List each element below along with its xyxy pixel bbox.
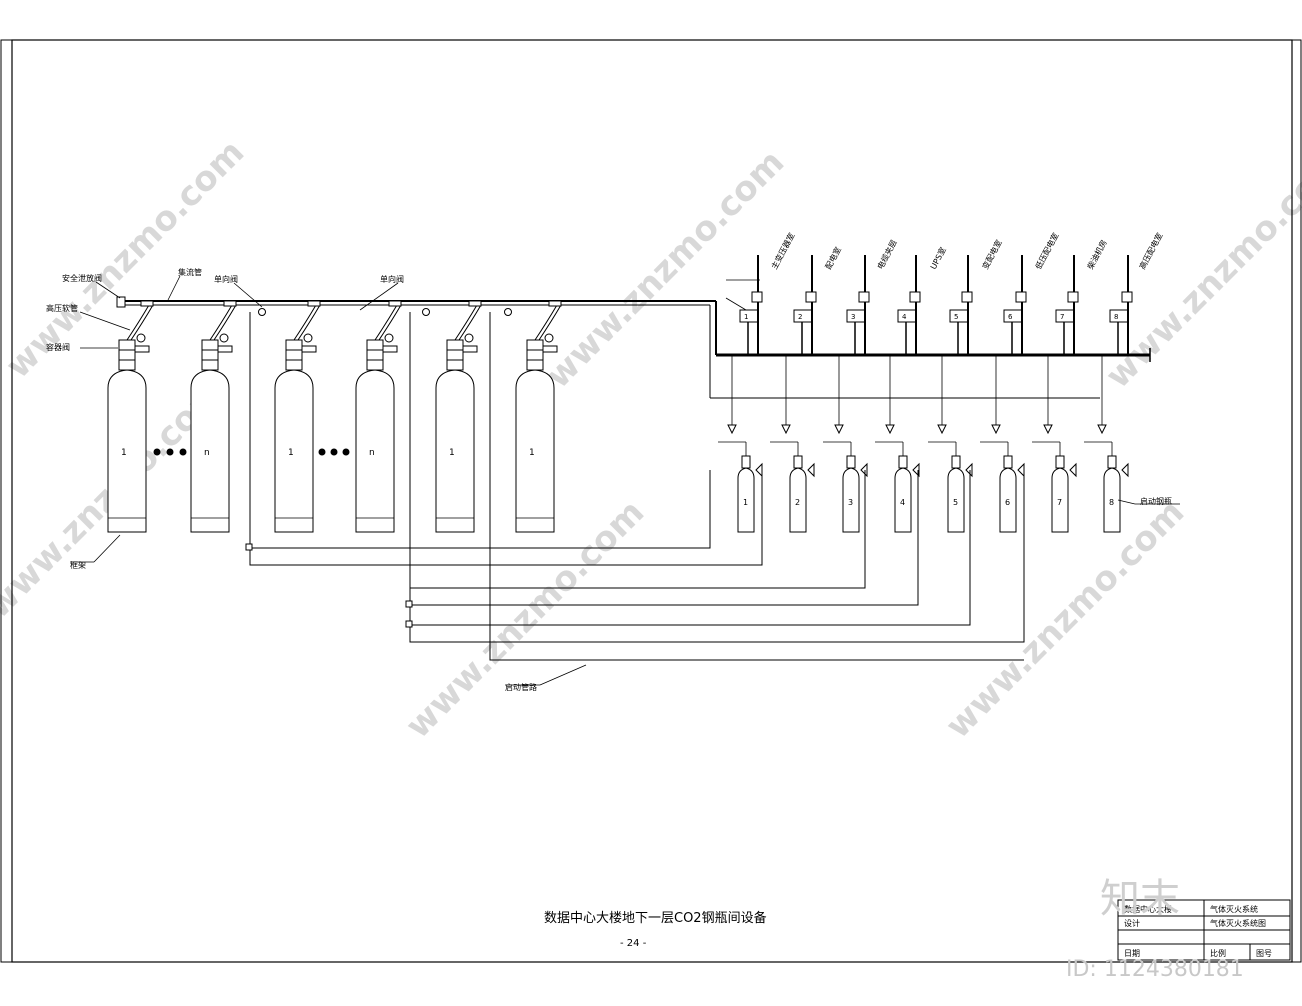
zone-label: UPS室 bbox=[928, 245, 948, 271]
manifold-label: 集流管 bbox=[178, 267, 202, 277]
tb-designer: 设计 bbox=[1124, 918, 1140, 928]
start-cylinder: 3 bbox=[823, 441, 868, 533]
main-cylinder-group: 1 n 1 n 1 1 bbox=[107, 300, 562, 533]
start-cylinder-number: 2 bbox=[795, 498, 800, 507]
start-cylinder-group: 1 2 3 4 5 6 7 8 bbox=[718, 441, 1129, 533]
selector-number: 1 bbox=[744, 313, 748, 321]
main-cylinder: 1 bbox=[435, 300, 482, 533]
id-label: ID: 1124380181 bbox=[1066, 957, 1244, 982]
selector-valve: 4 bbox=[885, 255, 921, 435]
selector-number: 8 bbox=[1114, 313, 1118, 321]
start-cylinder-number: 1 bbox=[743, 498, 748, 507]
start-cylinder-number: 8 bbox=[1109, 498, 1114, 507]
zone-label: 主变压器室 bbox=[769, 231, 797, 271]
start-cylinder: 7 bbox=[1032, 441, 1077, 533]
zone-label: 低压配电室 bbox=[1033, 231, 1061, 271]
start-cylinder: 6 bbox=[980, 441, 1025, 533]
selector-number: 6 bbox=[1008, 313, 1013, 321]
start-cylinder-number: 3 bbox=[848, 498, 853, 507]
check-valve-label: 单向阀 bbox=[380, 274, 404, 284]
manifold-pipe bbox=[116, 296, 717, 398]
watermark: www.znzmo.com bbox=[538, 142, 792, 396]
check-valve-label: 单向阀 bbox=[214, 274, 238, 284]
selector-valve: 7 bbox=[1043, 255, 1079, 435]
tb-project: 数据中心大楼 bbox=[1124, 904, 1172, 914]
main-cylinder: 1 bbox=[107, 300, 154, 533]
container-valve bbox=[285, 339, 303, 371]
title-block-text: 数据中心大楼 气体灭火系统 设计 气体灭火系统图 日期 比例 图号 bbox=[1124, 904, 1272, 958]
start-cylinder: 8 bbox=[1084, 441, 1129, 533]
zone-label: 变配电室 bbox=[980, 238, 1004, 271]
zone-labels: 主变压器室 配电室 电缆夹层 UPS室 变配电室 低压配电室柴油机房 高压配电室 bbox=[769, 231, 1165, 271]
start-cylinder-number: 6 bbox=[1005, 498, 1010, 507]
container-valve bbox=[201, 339, 219, 371]
page-number: - 24 - bbox=[620, 938, 647, 949]
selector-valve: 8 bbox=[1097, 255, 1133, 435]
cylinder-number: 1 bbox=[529, 448, 535, 458]
start-cylinder-label: 启动钢瓶 bbox=[1140, 496, 1172, 506]
selector-number: 5 bbox=[954, 313, 958, 321]
cylinder-number: 1 bbox=[288, 448, 294, 458]
container-valve bbox=[526, 339, 544, 371]
selector-number: 7 bbox=[1060, 313, 1064, 321]
main-cylinder: 1 bbox=[515, 300, 562, 533]
cylinder-number: 1 bbox=[121, 448, 127, 458]
title-block bbox=[1117, 899, 1291, 961]
main-cylinder: n bbox=[190, 300, 237, 533]
annotations bbox=[70, 275, 1180, 686]
hose-label: 高压软管 bbox=[46, 303, 78, 313]
zone-label: 高压配电室 bbox=[1137, 231, 1165, 271]
main-cylinder: n bbox=[355, 300, 402, 533]
start-cylinder: 2 bbox=[770, 441, 815, 533]
container-valve bbox=[118, 339, 136, 371]
annotation-text: 安全泄放阀 集流管 高压软管 容器阀 单向阀 单向阀 框架 启动管路 启动钢瓶 bbox=[46, 267, 1172, 692]
zone-label: 柴油机房 bbox=[1085, 238, 1109, 271]
check-valves bbox=[258, 308, 512, 316]
brand-logo: 知末 bbox=[1100, 876, 1180, 922]
container-valve-label: 容器阀 bbox=[46, 342, 70, 352]
selector-valve-group: 1 2 3 4 5 6 7 8 bbox=[727, 255, 1133, 435]
container-valve bbox=[446, 339, 464, 371]
selector-valve: 1 bbox=[727, 255, 763, 435]
tb-system: 气体灭火系统 bbox=[1210, 904, 1258, 914]
start-cylinder: 1 bbox=[718, 441, 763, 533]
selector-number: 4 bbox=[902, 313, 907, 321]
selector-number: 3 bbox=[851, 313, 855, 321]
start-cylinder: 4 bbox=[875, 441, 920, 533]
drawing-title: 数据中心大楼地下一层CO2钢瓶间设备 bbox=[544, 910, 767, 926]
cylinder-number: n bbox=[204, 448, 210, 458]
cylinder-number: n bbox=[369, 448, 375, 458]
tb-drawing-name: 气体灭火系统图 bbox=[1210, 918, 1266, 928]
inner-frame bbox=[11, 39, 1293, 963]
safety-valve-label: 安全泄放阀 bbox=[62, 273, 102, 283]
cylinder-number: 1 bbox=[449, 448, 455, 458]
tb-drawing-no: 图号 bbox=[1256, 949, 1272, 958]
start-cylinder: 5 bbox=[928, 441, 973, 533]
start-pipe-label: 启动管路 bbox=[505, 682, 537, 692]
main-cylinder: 1 bbox=[274, 300, 321, 533]
start-pipes bbox=[245, 312, 1025, 661]
zone-label: 电缆夹层 bbox=[875, 238, 899, 271]
selector-valve: 6 bbox=[991, 255, 1027, 435]
start-cylinder-number: 4 bbox=[900, 498, 905, 507]
selector-valve: 2 bbox=[781, 255, 817, 435]
selector-number: 2 bbox=[798, 313, 802, 321]
selector-header bbox=[710, 348, 1151, 399]
start-cylinder-number: 7 bbox=[1057, 498, 1062, 507]
container-valve bbox=[366, 339, 384, 371]
tb-scale: 比例 bbox=[1210, 948, 1226, 958]
start-cylinder-number: 5 bbox=[953, 498, 958, 507]
ellipsis-dots bbox=[153, 448, 350, 456]
frame-label: 框架 bbox=[70, 560, 86, 570]
zone-label: 配电室 bbox=[823, 245, 843, 271]
selector-valve: 3 bbox=[834, 255, 870, 435]
selector-valve: 5 bbox=[937, 255, 973, 435]
tb-date: 日期 bbox=[1124, 949, 1140, 958]
